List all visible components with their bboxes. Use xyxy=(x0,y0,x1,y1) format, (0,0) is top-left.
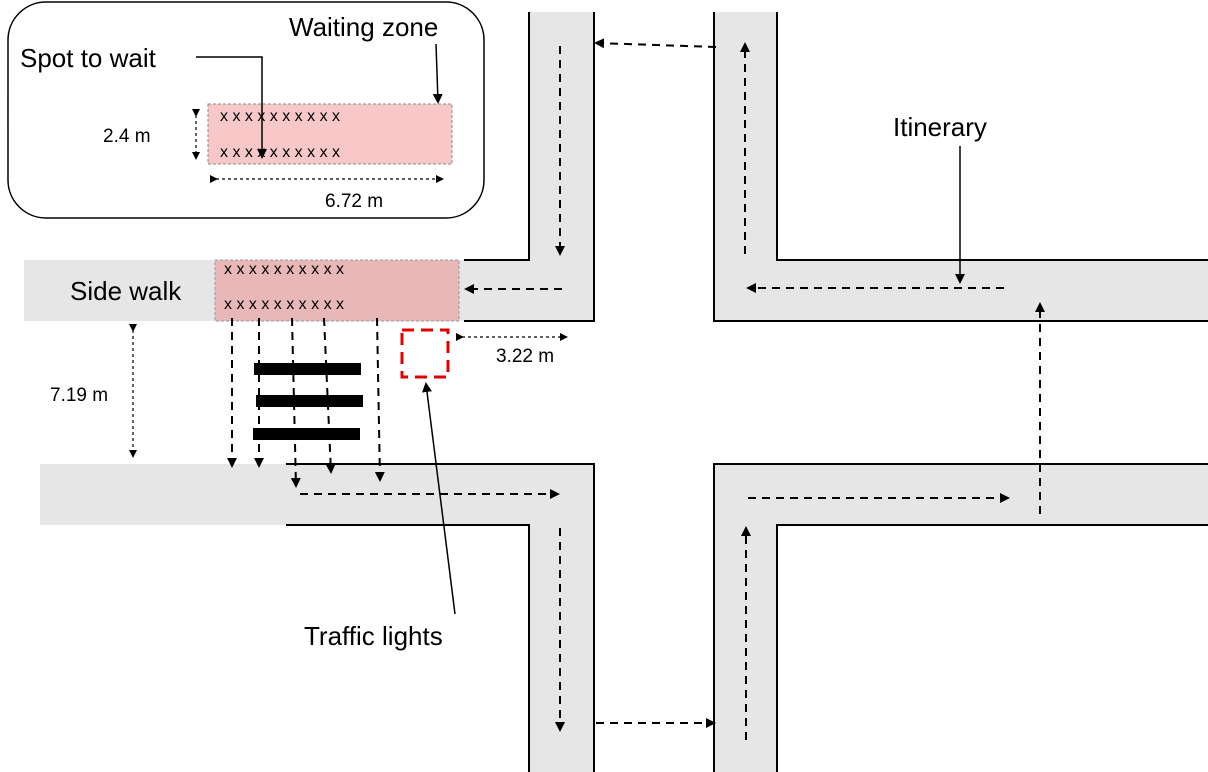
inset-waiting-zone xyxy=(207,103,453,165)
itinerary-annotation: Itinerary xyxy=(893,112,987,284)
itinerary-label: Itinerary xyxy=(893,112,987,142)
itinerary-arrow xyxy=(374,317,385,482)
waiting-zone-area xyxy=(214,259,460,322)
crossing-width-label: 7.19 m xyxy=(50,385,108,406)
waiting-zone-sidewalk: x x x x x x x x x x x x x x x x x x x x … xyxy=(70,259,460,322)
side-walk-label: Side walk xyxy=(70,276,182,306)
waiting-zone-inset: x x x x x x x x x x x x x x x x x x x x … xyxy=(7,1,485,219)
traffic-lights-label: Traffic lights xyxy=(304,621,443,651)
crosswalk-stripe xyxy=(253,428,360,440)
sidewalk-corner-bottom-left xyxy=(286,464,594,772)
sidewalk-corner-bottom-right xyxy=(714,464,1208,772)
inset-spots-row-top: x x x x x x x x x x xyxy=(220,108,340,125)
traffic-light-box xyxy=(400,328,450,379)
waiting-zone-label: Waiting zone xyxy=(289,12,438,42)
inset-spots-row-bottom: x x x x x x x x x x xyxy=(220,144,340,161)
crosswalk xyxy=(253,363,363,440)
crosswalk-stripe xyxy=(254,363,361,375)
dimensions: 7.19 m 3.22 m xyxy=(50,324,568,458)
light-offset-label: 3.22 m xyxy=(496,346,554,367)
zone-width-label: 6.72 m xyxy=(325,191,383,212)
itinerary-arrow xyxy=(594,38,717,49)
sidewalk-corner-top-right xyxy=(714,12,1208,321)
waiting-zone-pointer xyxy=(432,43,443,104)
spots-row-top: x x x x x x x x x x xyxy=(224,261,344,278)
spot-to-wait-label: Spot to wait xyxy=(20,43,157,73)
spots-row-bottom: x x x x x x x x x x xyxy=(224,296,344,313)
spot-to-wait-pointer xyxy=(196,56,267,159)
itinerary-arrow xyxy=(323,317,336,474)
traffic-lights-pointer xyxy=(422,382,456,615)
itinerary-arrow xyxy=(290,317,301,488)
crosswalk-stripe xyxy=(256,395,363,407)
itinerary-path xyxy=(227,38,1045,740)
traffic-light: Traffic lights xyxy=(304,328,456,651)
zone-height-label: 2.4 m xyxy=(103,126,151,147)
